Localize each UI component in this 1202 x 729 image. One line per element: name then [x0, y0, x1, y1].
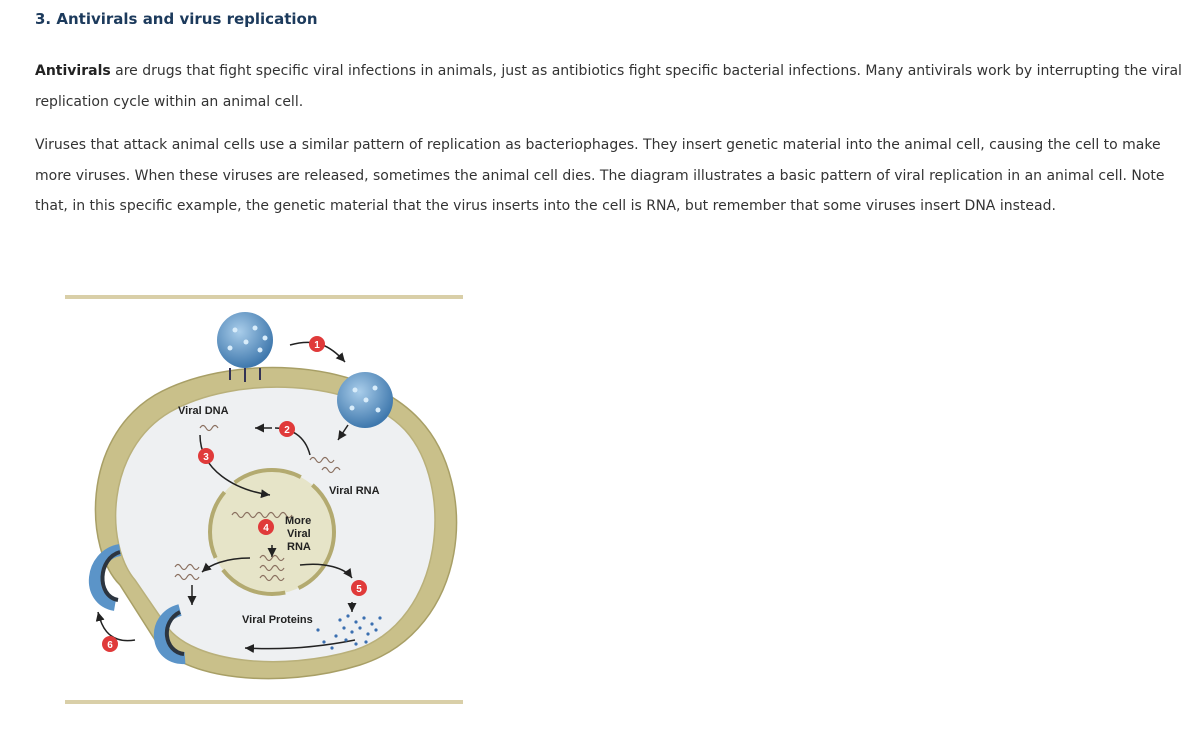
virus-attached — [337, 372, 393, 428]
step-badge-1: 1 — [309, 336, 325, 352]
section-heading: 3. Antivirals and virus replication — [35, 10, 318, 28]
antivirals-definition: are drugs that fight specific viral infe… — [35, 63, 1182, 110]
diagram-bottom-rule — [65, 700, 463, 704]
replication-paragraph: Viruses that attack animal cells use a s… — [35, 137, 1165, 214]
step-badge-4: 4 — [258, 519, 274, 535]
diagram-top-rule — [65, 295, 463, 299]
svg-text:1: 1 — [314, 340, 320, 351]
label-viral: Viral — [287, 528, 311, 540]
label-viral-proteins: Viral Proteins — [242, 614, 313, 626]
antivirals-paragraph: Antivirals are drugs that fight specific… — [35, 56, 1185, 117]
label-viral-rna: Viral RNA — [329, 485, 380, 497]
svg-text:3: 3 — [203, 452, 209, 463]
svg-text:5: 5 — [356, 584, 362, 595]
antivirals-term: Antivirals — [35, 63, 111, 79]
viral-replication-diagram: Viral DNA Viral RNA More Viral RNA Viral… — [88, 312, 458, 680]
label-rna: RNA — [287, 541, 311, 553]
svg-text:6: 6 — [107, 640, 113, 651]
step-badge-3: 3 — [198, 448, 214, 464]
viral-protein-dots — [316, 614, 382, 650]
svg-text:2: 2 — [284, 425, 290, 436]
virus-budding — [88, 544, 186, 664]
label-more: More — [285, 515, 311, 527]
virus-entering — [217, 312, 273, 382]
step-badge-2: 2 — [279, 421, 295, 437]
step-badge-6: 6 — [102, 636, 118, 652]
label-viral-dna: Viral DNA — [178, 405, 229, 417]
step-badge-5: 5 — [351, 580, 367, 596]
svg-text:4: 4 — [263, 523, 269, 534]
